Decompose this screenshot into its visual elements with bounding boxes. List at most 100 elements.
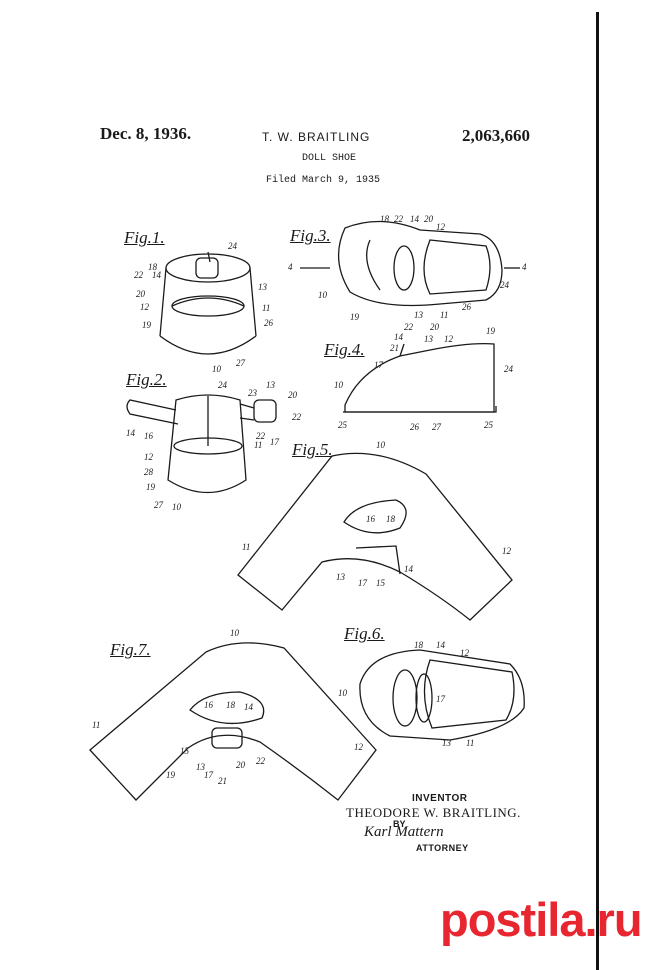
inventor-header: T. W. BRAITLING <box>262 130 371 144</box>
patent-title: DOLL SHOE <box>302 153 357 164</box>
fig5-ref: 18 <box>386 514 395 524</box>
fig3-ref: 11 <box>440 310 449 320</box>
fig2-ref: 27 <box>154 500 163 510</box>
fig4-ref: 22 <box>404 322 413 332</box>
fig4-ref: 12 <box>444 334 453 344</box>
fig7-ref: 22 <box>256 756 265 766</box>
fig5-ref: 11 <box>242 542 251 552</box>
fig5-ref: 12 <box>502 546 511 556</box>
fig2-ref: 14 <box>126 428 135 438</box>
fig5-ref: 17 <box>358 578 367 588</box>
fig3-ref: 22 <box>394 214 403 224</box>
fig1-ref: 26 <box>264 318 273 328</box>
fig1-ref: 20 <box>136 289 145 299</box>
fig6-ref: 18 <box>414 640 423 650</box>
fig4-ref: 19 <box>486 326 495 336</box>
fig4-ref: 24 <box>504 364 513 374</box>
attorney-label: ATTORNEY <box>416 843 469 853</box>
fig1-ref: 11 <box>262 303 271 313</box>
fig2-ref: 28 <box>144 467 153 477</box>
fig7-ref: 10 <box>230 628 239 638</box>
figure-6-label: Fig.6. <box>344 624 385 643</box>
fig2-ref: 23 <box>248 388 257 398</box>
fig5-ref: 13 <box>336 572 345 582</box>
fig7-ref: 12 <box>354 742 363 752</box>
page-border-line <box>596 12 599 970</box>
fig7-ref: 17 <box>204 770 213 780</box>
fig6-ref: 13 <box>442 738 451 748</box>
fig4-ref: 25 <box>484 420 493 430</box>
fig1-ref: 14 <box>152 270 161 280</box>
fig3-ref: 13 <box>414 310 423 320</box>
patent-number: 2,063,660 <box>462 126 530 145</box>
figure-1-drawing <box>159 251 257 355</box>
fig2-ref: 20 <box>288 390 297 400</box>
fig2-ref: 12 <box>144 452 153 462</box>
figure-7-label: Fig.7. <box>110 640 151 659</box>
fig4-ref: 20 <box>430 322 439 332</box>
fig3-ref: 10 <box>318 290 327 300</box>
fig2-ref: 19 <box>146 482 155 492</box>
fig1-ref: 10 <box>212 364 221 374</box>
fig7-ref: 16 <box>204 700 213 710</box>
fig1-ref: 24 <box>228 241 237 251</box>
fig6-ref: 17 <box>436 694 445 704</box>
fig6-ref: 14 <box>436 640 445 650</box>
patent-date: Dec. 8, 1936. <box>100 124 192 143</box>
fig2-ref: 13 <box>266 380 275 390</box>
fig4-ref: 26 <box>410 422 419 432</box>
fig4-ref: 14 <box>394 332 403 342</box>
filed-date: Filed March 9, 1935 <box>266 175 381 186</box>
fig4-ref: 13 <box>424 334 433 344</box>
figure-4-drawing <box>343 342 497 413</box>
fig3-ref: 12 <box>436 222 445 232</box>
fig7-ref: 11 <box>92 720 101 730</box>
fig4-ref: 10 <box>334 380 343 390</box>
fig3-ref: 24 <box>500 280 509 290</box>
fig3-ref: 18 <box>380 214 389 224</box>
fig1-ref: 12 <box>140 302 149 312</box>
fig2-ref: 17 <box>270 437 279 447</box>
figure-4-label: Fig.4. <box>324 340 365 359</box>
figure-1-label: Fig.1. <box>124 228 165 247</box>
fig5-ref: 10 <box>376 440 385 450</box>
fig2-ref: 24 <box>218 380 227 390</box>
fig7-ref: 21 <box>218 776 227 786</box>
fig4-ref: 25 <box>338 420 347 430</box>
fig3-ref: 26 <box>462 302 471 312</box>
fig1-ref: 18 <box>148 262 157 272</box>
fig6-ref: 11 <box>466 738 475 748</box>
fig6-ref: 12 <box>460 648 469 658</box>
fig2-ref: 22 <box>292 412 301 422</box>
fig7-ref: 20 <box>236 760 245 770</box>
fig2-ref: 10 <box>172 502 181 512</box>
fig7-ref: 18 <box>226 700 235 710</box>
figure-7-drawing <box>89 642 377 801</box>
figure-5-drawing <box>237 452 513 621</box>
fig4-ref: 17 <box>374 360 383 370</box>
fig5-ref: 14 <box>404 564 413 574</box>
fig3-ref: 14 <box>410 214 419 224</box>
fig2-ref: 16 <box>144 431 153 441</box>
figure-3-label: Fig.3. <box>290 226 331 245</box>
watermark-logo: postila.ru <box>440 893 643 946</box>
figure-6-drawing <box>359 649 525 741</box>
fig4-ref: 21 <box>390 343 399 353</box>
fig5-ref: 15 <box>376 578 385 588</box>
fig1-ref: 13 <box>258 282 267 292</box>
fig1-ref: 27 <box>236 358 245 368</box>
inventor-name: THEODORE W. BRAITLING. <box>346 805 521 820</box>
fig3-ref: 4 <box>522 262 527 272</box>
fig1-ref: 22 <box>134 270 143 280</box>
fig5-ref: 16 <box>366 514 375 524</box>
inventor-heading: INVENTOR <box>412 793 468 804</box>
fig7-ref: 19 <box>166 770 175 780</box>
fig7-ref: 15 <box>180 746 189 756</box>
attorney-signature: Karl Mattern <box>364 824 444 840</box>
fig4-ref: 27 <box>432 422 441 432</box>
fig7-ref: 14 <box>244 702 253 712</box>
fig7-ref: 13 <box>196 762 205 772</box>
fig3-ref: 4 <box>288 262 293 272</box>
fig6-ref: 10 <box>338 688 347 698</box>
